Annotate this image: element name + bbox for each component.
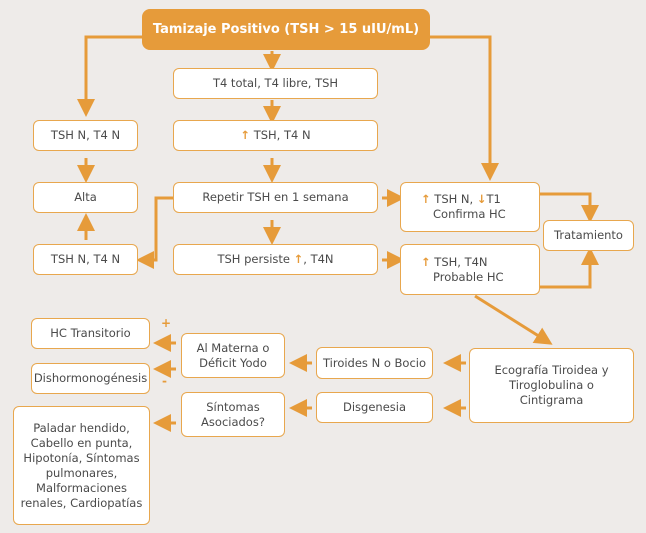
label: Repetir TSH en 1 semana xyxy=(202,190,349,204)
label: T4 total, T4 libre, TSH xyxy=(212,76,339,90)
title: Tamizaje Positivo (TSH > 15 uIU/mL) xyxy=(152,22,420,37)
label: TSH N, T4 N xyxy=(50,252,121,266)
label: Ecografía Tiroidea y Tiroglobulina o Cin… xyxy=(494,363,609,407)
label: Paladar hendido, Cabello en punta, Hipot… xyxy=(20,420,143,510)
label: , T4N xyxy=(303,252,334,266)
plus-sign: + xyxy=(161,316,172,330)
label: Alta xyxy=(74,190,97,204)
label: Síntomas Asociados? xyxy=(201,399,265,429)
repetir-box: Repetir TSH en 1 semana xyxy=(173,182,378,213)
paladar-box: Paladar hendido, Cabello en punta, Hipot… xyxy=(13,406,150,525)
label: TSH persiste xyxy=(217,252,290,266)
label: Al Materna o Déficit Yodo xyxy=(196,340,270,370)
dishormonogenesis-box: Dishormonogénesis xyxy=(31,363,150,394)
screening-positive-box: Tamizaje Positivo (TSH > 15 uIU/mL) xyxy=(142,9,430,50)
tsh-n-top-box: TSH N, T4 N xyxy=(33,120,138,151)
disgenesia-box: Disgenesia xyxy=(316,392,433,423)
arrow-probable-trat xyxy=(540,247,599,289)
label: TSH N, T4 N xyxy=(50,128,121,142)
label: TSH, T4N xyxy=(434,254,488,269)
label: Dishormonogénesis xyxy=(33,371,148,385)
arrow-probable-eco xyxy=(474,294,553,345)
hc-transitorio-box: HC Transitorio xyxy=(31,318,150,349)
confirma-hc-box: ↑ TSH N, ↓T1 Confirma HC xyxy=(400,182,540,232)
arrow-repetir-left xyxy=(136,196,173,269)
label: TSH N, xyxy=(434,192,474,206)
label: Tratamiento xyxy=(554,228,623,242)
down-arrow-icon: ↓ xyxy=(476,192,487,206)
arrow-top-right xyxy=(430,35,499,181)
tsh-persiste-box: TSH persiste ↑, T4N xyxy=(173,244,378,275)
tsh-up-box: ↑ TSH, T4 N xyxy=(173,120,378,151)
label: Disgenesia xyxy=(342,400,406,414)
t4-total-box: T4 total, T4 libre, TSH xyxy=(173,68,378,99)
arrow-top-left xyxy=(77,35,142,117)
up-arrow-icon: ↑ xyxy=(421,192,431,206)
label: TSH, T4 N xyxy=(253,128,311,142)
label: Confirma HC xyxy=(433,207,506,221)
minus-sign: - xyxy=(162,374,167,388)
sintomas-box: Síntomas Asociados? xyxy=(181,392,285,437)
arrow-confirma-trat xyxy=(540,192,599,223)
label: Probable HC xyxy=(433,269,504,284)
alta-box: Alta xyxy=(33,182,138,213)
tratamiento-box: Tratamiento xyxy=(543,220,634,251)
up-arrow-icon: ↑ xyxy=(240,128,251,142)
label: HC Transitorio xyxy=(50,326,131,340)
label: T1 xyxy=(486,192,501,206)
up-arrow-icon: ↑ xyxy=(293,252,304,266)
label: Tiroides N o Bocio xyxy=(322,355,427,370)
al-materna-box: Al Materna o Déficit Yodo xyxy=(181,333,285,378)
tsh-n-bottom-box: TSH N, T4 N xyxy=(33,244,138,275)
probable-hc-box: ↑ TSH, T4N Probable HC xyxy=(400,244,540,295)
up-arrow-icon: ↑ xyxy=(421,254,431,269)
tiroides-box: Tiroides N o Bocio xyxy=(316,347,433,379)
ecografia-box: Ecografía Tiroidea y Tiroglobulina o Cin… xyxy=(469,348,634,423)
